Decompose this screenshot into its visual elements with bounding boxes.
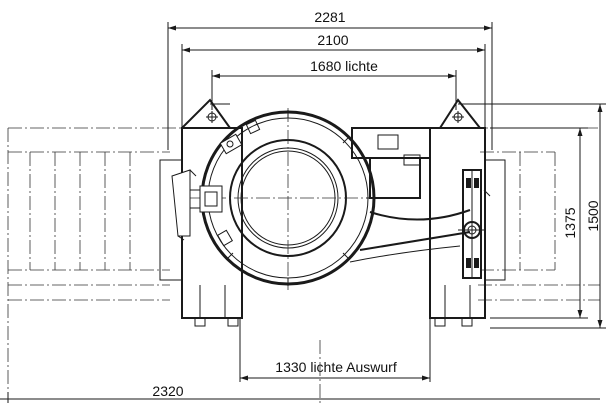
left-foundation-outline (7, 127, 210, 392)
dim-label-frame-width: 2100 (317, 32, 348, 48)
dim-label-discharge-width: 1330 lichte Auswurf (275, 359, 397, 375)
dimension-frame-width: 2100 (181, 32, 486, 128)
top-latch (219, 133, 243, 155)
dimension-total-length: 2320 (0, 340, 600, 403)
door-hinge (171, 169, 223, 241)
dim-label-height-inner: 1375 (562, 207, 578, 238)
drive-housing (349, 127, 471, 263)
bolt-holes (206, 111, 464, 123)
guide-rail (458, 169, 491, 279)
dimension-overall-width: 2281 (167, 9, 493, 150)
machine-frame (159, 98, 600, 327)
dimension-clear-width: 1680 lichte (211, 58, 457, 110)
dim-label-total-length: 2320 (152, 383, 183, 399)
dim-label-clear-width: 1680 lichte (310, 58, 378, 74)
dim-label-height-outer: 1500 (585, 200, 601, 231)
dim-label-overall-width: 2281 (314, 9, 345, 25)
dimension-height-inner: 1375 (490, 127, 588, 319)
dimension-height-outer: 1500 (490, 103, 606, 329)
dimension-discharge-width: 1330 lichte Auswurf (239, 318, 431, 382)
